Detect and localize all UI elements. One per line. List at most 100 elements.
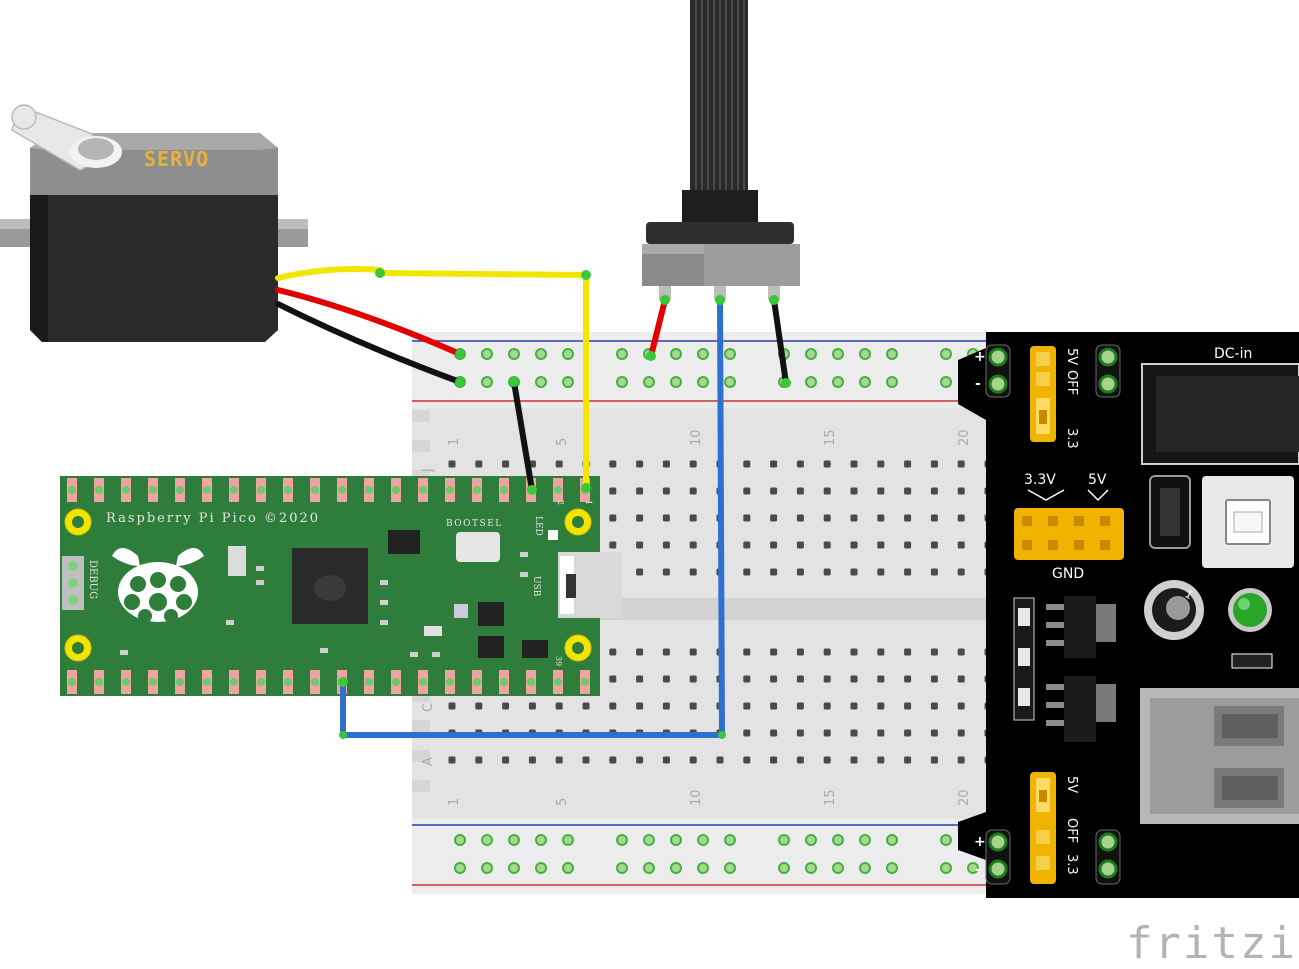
breadboard-hole[interactable] [636,541,644,549]
rail-hole[interactable] [832,376,844,388]
rail-hole[interactable] [805,376,817,388]
breadboard-hole[interactable] [850,568,858,576]
breadboard-hole[interactable] [796,487,804,495]
breadboard-hole[interactable] [796,541,804,549]
breadboard-hole[interactable] [904,729,912,737]
breadboard-hole[interactable] [662,568,670,576]
breadboard-hole[interactable] [823,541,831,549]
breadboard-hole[interactable] [770,675,778,683]
breadboard-hole[interactable] [823,460,831,468]
breadboard-hole[interactable] [930,568,938,576]
rail-hole[interactable] [643,862,655,874]
breadboard-hole[interactable] [689,568,697,576]
breadboard-hole[interactable] [823,648,831,656]
breadboard-hole[interactable] [930,756,938,764]
rail-hole[interactable] [940,376,952,388]
breadboard-hole[interactable] [770,729,778,737]
rail-hole[interactable] [805,348,817,360]
breadboard-hole[interactable] [930,487,938,495]
rail-hole[interactable] [940,834,952,846]
breadboard-hole[interactable] [743,487,751,495]
breadboard-hole[interactable] [957,541,965,549]
breadboard-hole[interactable] [957,487,965,495]
rail-hole[interactable] [886,862,898,874]
rail-hole[interactable] [454,834,466,846]
dc-barrel-jack[interactable] [1141,363,1299,465]
breadboard-hole[interactable] [877,756,885,764]
breadboard-hole[interactable] [502,460,510,468]
breadboard-hole[interactable] [636,756,644,764]
rail-hole[interactable] [562,862,574,874]
breadboard-hole[interactable] [796,729,804,737]
breadboard-hole[interactable] [636,648,644,656]
top-voltage-jumper[interactable] [1030,346,1056,442]
breadboard-hole[interactable] [609,487,617,495]
rail-hole[interactable] [724,862,736,874]
rail-hole[interactable] [616,348,628,360]
breadboard-hole[interactable] [904,514,912,522]
breadboard-hole[interactable] [689,541,697,549]
rail-hole[interactable] [778,862,790,874]
rail-hole[interactable] [859,348,871,360]
rail-hole[interactable] [859,862,871,874]
rail-hole[interactable] [643,834,655,846]
breadboard-hole[interactable] [877,460,885,468]
breadboard-hole[interactable] [904,460,912,468]
breadboard-hole[interactable] [796,702,804,710]
breadboard-hole[interactable] [609,514,617,522]
breadboard-hole[interactable] [850,675,858,683]
rail-hole[interactable] [859,834,871,846]
rail-hole[interactable] [724,834,736,846]
breadboard-hole[interactable] [957,702,965,710]
rail-hole[interactable] [940,348,952,360]
rail-hole[interactable] [724,348,736,360]
rail-hole[interactable] [724,376,736,388]
rail-hole[interactable] [670,348,682,360]
breadboard-hole[interactable] [743,568,751,576]
breadboard-hole[interactable] [475,756,483,764]
breadboard-hole[interactable] [930,648,938,656]
breadboard-hole[interactable] [904,648,912,656]
breadboard-hole[interactable] [850,541,858,549]
rail-hole[interactable] [508,862,520,874]
rail-hole[interactable] [697,862,709,874]
rail-hole[interactable] [535,376,547,388]
breadboard-hole[interactable] [689,487,697,495]
breadboard-hole[interactable] [636,702,644,710]
rail-hole[interactable] [697,376,709,388]
breadboard-hole[interactable] [743,702,751,710]
breadboard-hole[interactable] [743,514,751,522]
breadboard-hole[interactable] [877,648,885,656]
breadboard-hole[interactable] [770,756,778,764]
breadboard-hole[interactable] [850,460,858,468]
breadboard-hole[interactable] [662,648,670,656]
breadboard-hole[interactable] [636,460,644,468]
breadboard-hole[interactable] [743,648,751,656]
breadboard-hole[interactable] [448,756,456,764]
breadboard-hole[interactable] [823,756,831,764]
breadboard-hole[interactable] [877,702,885,710]
breadboard-hole[interactable] [662,702,670,710]
rail-hole[interactable] [508,834,520,846]
breadboard-hole[interactable] [904,568,912,576]
rail-hole[interactable] [481,376,493,388]
breadboard-hole[interactable] [770,702,778,710]
breadboard-hole[interactable] [957,648,965,656]
rail-hole[interactable] [832,862,844,874]
breadboard-hole[interactable] [796,648,804,656]
breadboard-hole[interactable] [689,514,697,522]
breadboard-hole[interactable] [475,702,483,710]
breadboard-hole[interactable] [743,729,751,737]
rail-hole[interactable] [616,862,628,874]
micro-usb-connector[interactable] [558,552,622,618]
breadboard-hole[interactable] [475,460,483,468]
breadboard-hole[interactable] [770,460,778,468]
breadboard-hole[interactable] [555,702,563,710]
rail-hole[interactable] [697,348,709,360]
breadboard-hole[interactable] [770,541,778,549]
breadboard-hole[interactable] [448,460,456,468]
breadboard-hole[interactable] [850,514,858,522]
rail-hole[interactable] [535,348,547,360]
breadboard-hole[interactable] [582,702,590,710]
rail-hole[interactable] [940,862,952,874]
